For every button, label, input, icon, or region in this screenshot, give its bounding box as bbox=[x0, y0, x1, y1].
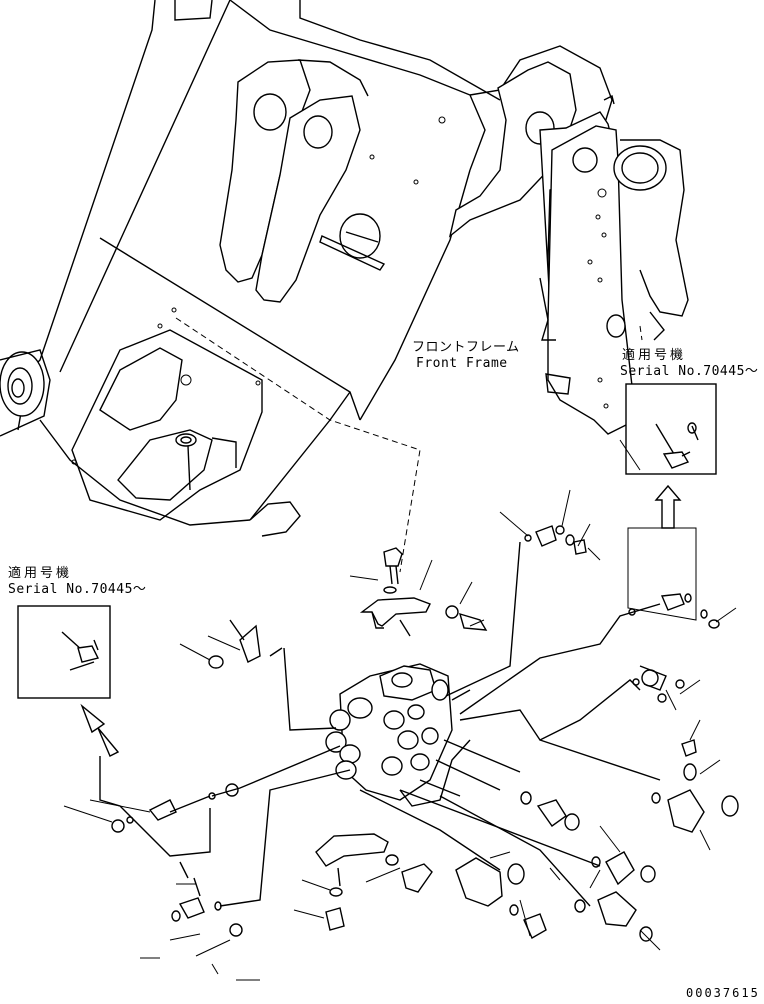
up-left-arrow-icon bbox=[80, 703, 120, 757]
front-frame-label-en: Front Frame bbox=[416, 356, 508, 371]
valve-bracket-lower bbox=[315, 833, 433, 931]
front-frame-label-jp: フロントフレーム bbox=[412, 340, 520, 355]
right-serial-label-jp: 適用号機 bbox=[622, 348, 687, 363]
valve-bracket-upper bbox=[359, 547, 488, 637]
frame-lower-detail bbox=[39, 307, 301, 537]
left-serial-label-jp: 適用号機 bbox=[8, 566, 73, 581]
right-serial-label-en: Serial No.70445～ bbox=[620, 364, 759, 379]
upper-fittings bbox=[524, 525, 720, 629]
left-serial-label-en: Serial No.70445～ bbox=[8, 582, 147, 597]
callout-leaders bbox=[63, 439, 737, 957]
hose-lines bbox=[169, 541, 661, 907]
relief-valve-parts bbox=[455, 665, 739, 942]
drawing-number: 00037615 bbox=[686, 986, 760, 1000]
steering-pivot-tower bbox=[448, 45, 689, 435]
lift-arm-bracket bbox=[219, 59, 369, 303]
bottom-marks bbox=[140, 883, 260, 981]
left-fittings bbox=[99, 619, 283, 937]
control-valve bbox=[325, 663, 521, 807]
up-arrow-icon bbox=[654, 484, 682, 529]
dashed-leaders bbox=[175, 317, 643, 573]
front-frame bbox=[0, 0, 689, 537]
left-serial-inset bbox=[17, 605, 120, 757]
boom-pivot-boss bbox=[0, 349, 51, 437]
frame-slot bbox=[319, 116, 446, 271]
right-serial-inset bbox=[625, 383, 717, 529]
